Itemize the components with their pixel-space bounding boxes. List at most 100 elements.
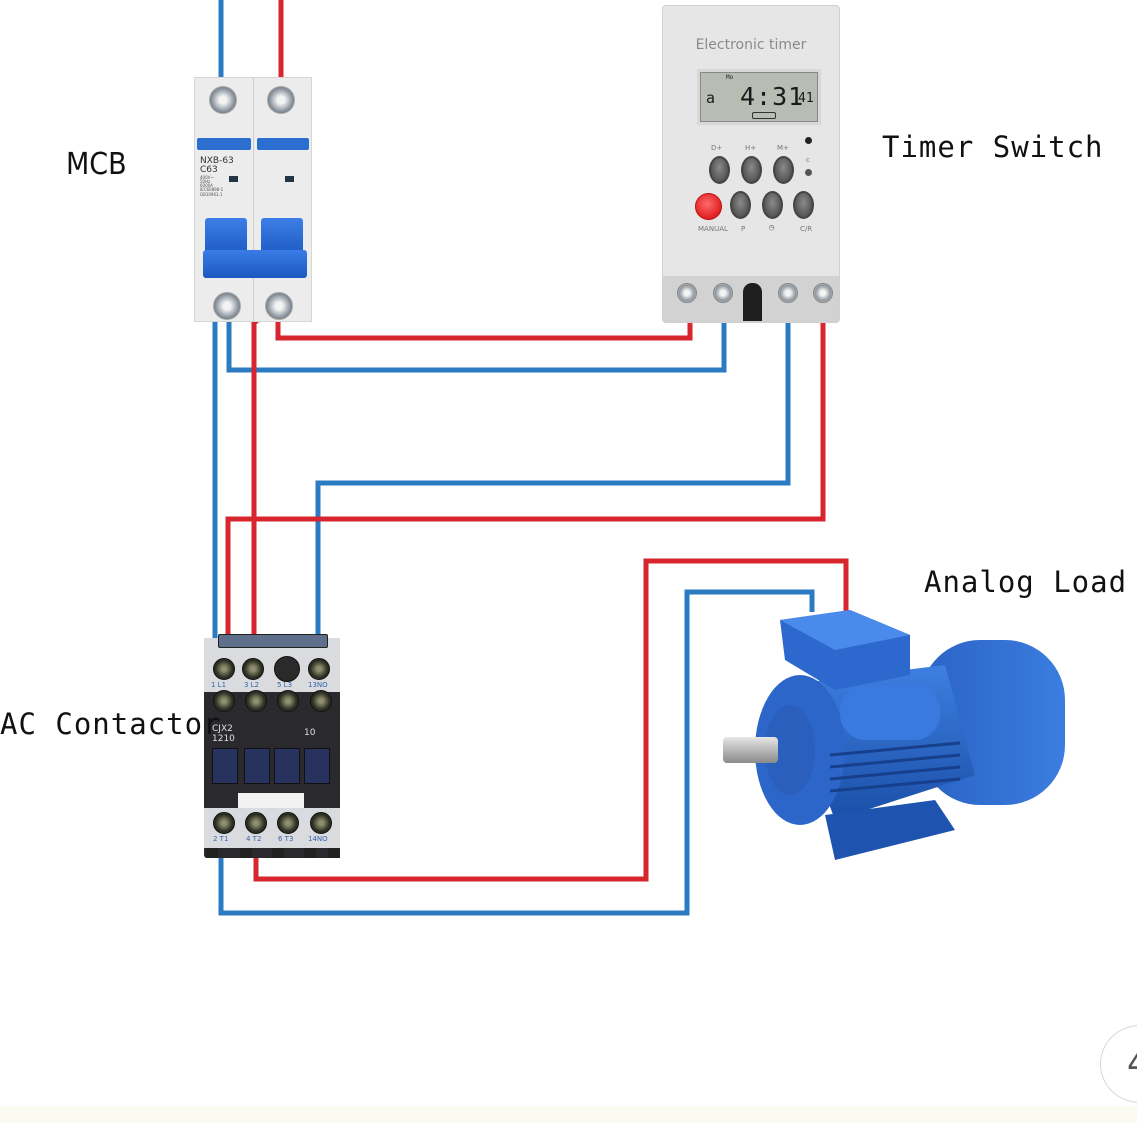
contactor-coil-window — [274, 656, 300, 682]
contactor-model-line1: CJX2 — [212, 724, 233, 734]
mcb-top-terminal-neutral — [209, 86, 237, 114]
contactor-foot — [240, 848, 252, 858]
terminal-label-14NO: 14NO — [308, 835, 328, 843]
contactor-model-line2: 1210 — [212, 734, 235, 745]
mcb-band-right — [257, 138, 309, 150]
mcb-spec: 400V~ — [200, 174, 214, 180]
contactor-window — [212, 748, 238, 784]
clock-button[interactable] — [762, 191, 783, 219]
timer-led-dot — [805, 137, 812, 144]
terminal-label-13NO: 13NO — [308, 681, 328, 689]
mcb-lever-left[interactable] — [205, 218, 247, 254]
cancel-recall-label: C/R — [800, 225, 813, 233]
mcb-breaker[interactable]: NXB-63 C63 400V~ 50Hz 6000A IEC60898-1 G… — [194, 77, 312, 322]
display-indicator — [752, 112, 776, 119]
contactor-terminal-4 — [245, 812, 267, 834]
terminal-label-1L1: 1 L1 — [211, 681, 227, 689]
triangle-icon: 4 — [1127, 1044, 1137, 1084]
mcb-lever-right[interactable] — [261, 218, 303, 254]
load-label: Analog Load — [924, 565, 1128, 599]
mcb-to-contactor-live-wire — [251, 301, 280, 690]
mcb-band-left — [197, 138, 251, 150]
contactor-model: CJX2 1210 — [212, 724, 235, 745]
terminal-label-6T3: 6 T3 — [278, 835, 294, 843]
mcb-spec: IEC60898-1 — [200, 187, 224, 193]
terminal-label-4T2: 4 T2 — [246, 835, 262, 843]
timer-to-contactor-neutral-wire — [315, 292, 791, 665]
manual-button[interactable] — [695, 193, 722, 220]
timer-terminal-3 — [778, 283, 798, 303]
program-label: P — [741, 225, 746, 233]
timer-title: Electronic timer — [695, 37, 807, 53]
day-plus-button[interactable] — [709, 156, 730, 184]
mcb-bottom-terminal-live — [265, 292, 293, 320]
hour-plus-button[interactable] — [741, 156, 762, 184]
mcb-pole-divider — [253, 78, 254, 321]
motor-capacitor — [840, 685, 940, 740]
day-plus-label: D+ — [711, 144, 723, 152]
clock-icon: ◷ — [769, 223, 775, 233]
contactor-top-screw — [242, 658, 264, 680]
mcb-toggle-handle[interactable] — [203, 250, 307, 278]
mcb-to-timer-live-wire — [275, 292, 693, 341]
contactor-contact-type: 10 — [304, 728, 316, 738]
contactor-window — [244, 748, 270, 784]
mcb-rating: C63 — [200, 165, 218, 176]
timer-din-slot — [743, 283, 762, 321]
mcb-to-timer-neutral-wire — [226, 292, 727, 373]
cancel-recall-button[interactable] — [793, 191, 814, 219]
display-day: Mo — [726, 74, 734, 81]
timer-switch[interactable]: Electronic timer Mo a 4:31 41 D+ H+ M+ c… — [662, 5, 840, 323]
contactor-terminal-14 — [310, 812, 332, 834]
mcb-spec: 6000A — [200, 183, 213, 189]
contactor-bottom-terminals: 2 T1 4 T2 6 T3 14NO — [204, 808, 340, 848]
display-seconds: 41 — [798, 91, 814, 106]
contactor-foot — [304, 848, 316, 858]
motor-mounting-foot — [825, 800, 955, 860]
timer-to-contactor-live-wire — [225, 292, 826, 668]
mcb-bottom-terminal-neutral — [213, 292, 241, 320]
contactor-terminal-6 — [277, 812, 299, 834]
contactor-terminal-2 — [213, 812, 235, 834]
mcb-spec: GB10963.1 — [200, 191, 223, 197]
contactor-to-motor-live-wire — [253, 558, 849, 882]
hour-plus-label: H+ — [745, 144, 757, 152]
contactor-nameplate — [218, 634, 328, 648]
motor-cooling-fins — [829, 741, 961, 793]
motor-front-boss — [765, 705, 815, 795]
timer-terminal-2 — [713, 283, 733, 303]
terminal-label-2T1: 2 T1 — [213, 835, 229, 843]
contactor-foot — [328, 848, 340, 858]
timer-reset-dot — [805, 169, 812, 176]
contactor-window — [274, 748, 300, 784]
mcb-indicator-left — [229, 176, 238, 182]
contactor-label: AC Contactor — [0, 707, 222, 741]
contactor-terminal-13 — [310, 690, 332, 712]
electric-motor[interactable] — [715, 605, 1070, 865]
minute-plus-button[interactable] — [773, 156, 794, 184]
contactor-foot — [206, 848, 218, 858]
timer-display: Mo a 4:31 41 — [697, 69, 821, 125]
mcb-specs: NXB-63 C63 400V~ 50Hz 6000A IEC60898-1 G… — [200, 156, 234, 197]
timer-terminal-4 — [813, 283, 833, 303]
motor-terminal-box-lid — [780, 610, 910, 650]
mcb-spec: 50Hz — [200, 179, 211, 185]
bottom-strip — [0, 1106, 1137, 1123]
timer-terminal-1 — [677, 283, 697, 303]
mcb-indicator-right — [285, 176, 294, 182]
indicator-label: c — [806, 156, 810, 164]
minute-plus-label: M+ — [777, 144, 789, 152]
mcb-model: NXB-63 — [200, 156, 234, 166]
mcb-label: MCB — [66, 147, 127, 182]
contactor-to-motor-neutral-wire — [218, 589, 815, 916]
program-button[interactable] — [730, 191, 751, 219]
contactor-foot — [272, 848, 284, 858]
terminal-label-3L2: 3 L2 — [244, 681, 260, 689]
contactor-terminal-3 — [245, 690, 267, 712]
contactor-feet — [204, 848, 340, 858]
contactor-terminal-1 — [213, 690, 235, 712]
contactor-window — [304, 748, 330, 784]
ac-contactor[interactable]: 1 L1 3 L2 5 L3 13NO CJX2 1210 10 2 T1 4 … — [204, 634, 340, 858]
motor-shaft — [723, 737, 778, 763]
